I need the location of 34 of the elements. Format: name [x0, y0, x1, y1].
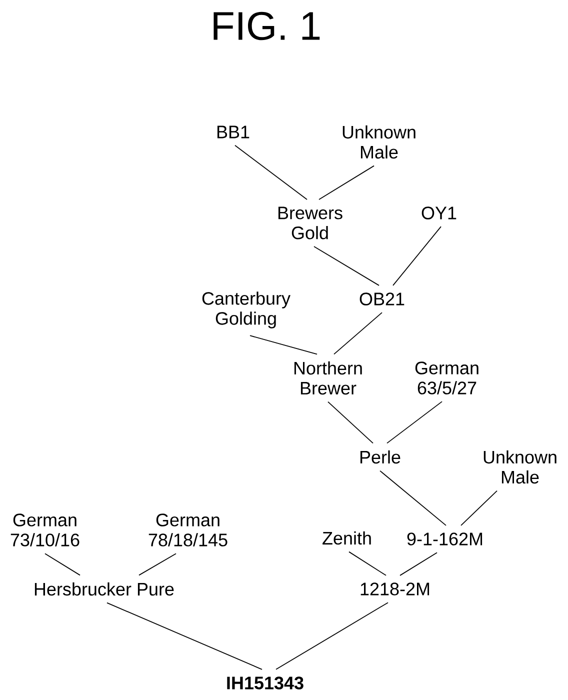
connector-line	[460, 490, 498, 526]
node-label: IH151343	[227, 676, 304, 690]
connector-line	[328, 401, 374, 444]
node-label: BB1	[217, 126, 250, 138]
node-label: Hersbrucker Pure	[34, 582, 174, 596]
node-label: Northern Brewer	[294, 361, 362, 395]
figure-title: FIG. 1	[214, 12, 320, 40]
connector-line	[386, 401, 442, 444]
connector-line	[234, 144, 308, 200]
connector-line	[318, 165, 374, 200]
node-label: Perle	[360, 450, 400, 464]
node-label: Zenith	[322, 531, 371, 545]
node-label: OB21	[360, 292, 404, 306]
node-label: Unknown Male	[484, 450, 556, 484]
connector-line	[334, 312, 382, 355]
connector-line	[348, 551, 386, 576]
node-label: 9-1-162M	[407, 532, 482, 546]
connector-line	[314, 246, 380, 286]
connector-line	[392, 226, 442, 286]
connector-line	[276, 602, 388, 670]
node-label: Brewers Gold	[278, 206, 342, 240]
node-label: German 73/10/16	[10, 514, 80, 546]
connector-line	[250, 335, 318, 355]
node-label: 1218-2M	[360, 582, 430, 596]
node-label: German 78/18/145	[148, 514, 228, 546]
connector-line	[380, 470, 446, 526]
node-label: Canterbury Golding	[202, 292, 290, 328]
connector-line	[44, 553, 80, 576]
node-label: Unknown Male	[342, 125, 416, 159]
connector-line	[138, 553, 176, 576]
node-label: OY1	[422, 206, 456, 220]
node-label: German 63/5/27	[415, 362, 478, 394]
connector-line	[106, 602, 262, 670]
connector-line	[400, 552, 438, 576]
